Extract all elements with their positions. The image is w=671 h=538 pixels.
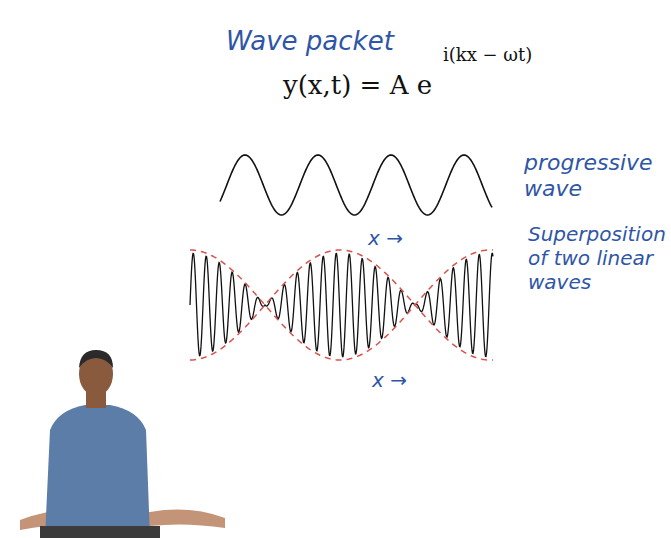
superposed-wave-curve xyxy=(190,253,493,356)
curve-label: Superposition of two linear waves xyxy=(528,222,666,294)
lecturer xyxy=(20,350,225,538)
curve-label: progressive wave xyxy=(524,150,648,203)
lecturer-belt xyxy=(40,526,160,538)
axis-label: x → xyxy=(372,368,407,392)
equation-exponent: i(kx − ωt) xyxy=(443,44,532,66)
axis-label: x → xyxy=(368,226,403,250)
equation: y(x,t) = A e xyxy=(283,70,432,101)
lecturer-shirt xyxy=(45,405,150,538)
lecturer-hair xyxy=(79,350,113,368)
envelope-lower xyxy=(190,305,493,360)
envelope-upper xyxy=(190,250,493,305)
progressive-wave-curve xyxy=(220,155,492,215)
slide-title: Wave packet xyxy=(226,26,394,57)
